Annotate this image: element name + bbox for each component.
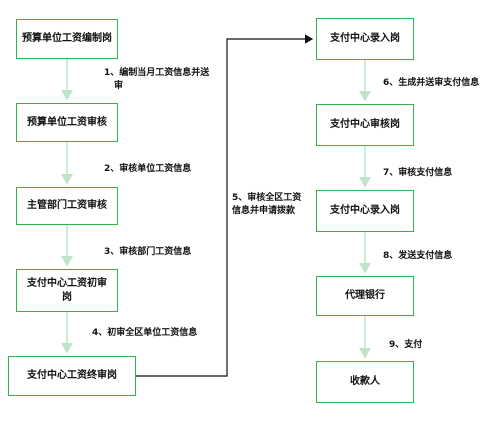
edge-label-2: 2、审核单位工资信息 xyxy=(104,164,192,174)
edge-label-3: 3、审核部门工资信息 xyxy=(104,247,192,257)
edge-label-7: 7、审核支付信息 xyxy=(383,168,453,178)
edge-label-1: 1、编制当月工资信息并送 审 xyxy=(104,68,210,91)
node-payment-center-final-review: 支付中心工资终审岗 xyxy=(8,356,136,396)
node-payment-center-review: 支付中心审核岗 xyxy=(316,104,414,146)
node-budget-unit-payroll-review: 预算单位工资审核 xyxy=(16,103,118,142)
edge-label-4: 4、初审全区单位工资信息 xyxy=(92,328,198,338)
edge-label-9: 9、支付 xyxy=(389,340,423,350)
node-budget-unit-payroll-prep: 预算单位工资编制岗 xyxy=(16,19,118,59)
node-department-payroll-review: 主管部门工资审核 xyxy=(16,187,118,225)
node-payment-center-initial-review: 支付中心工资初审 岗 xyxy=(16,269,118,312)
edge-label-8: 8、发送支付信息 xyxy=(383,251,453,261)
node-payment-center-entry-2: 支付中心录入岗 xyxy=(316,190,414,232)
edge-label-5: 5、审核全区工资 信息并申请拨款 xyxy=(232,193,302,216)
edge-label-6: 6、生成并送审支付信息 xyxy=(383,78,480,88)
node-4-line-2: 岗 xyxy=(62,291,72,303)
node-4-line-1: 支付中心工资初审 xyxy=(27,277,107,289)
node-payment-center-entry-1: 支付中心录入岗 xyxy=(316,18,414,60)
arrow-5 xyxy=(136,34,314,377)
node-payee: 收款人 xyxy=(316,361,414,403)
node-agent-bank: 代理银行 xyxy=(316,276,414,316)
